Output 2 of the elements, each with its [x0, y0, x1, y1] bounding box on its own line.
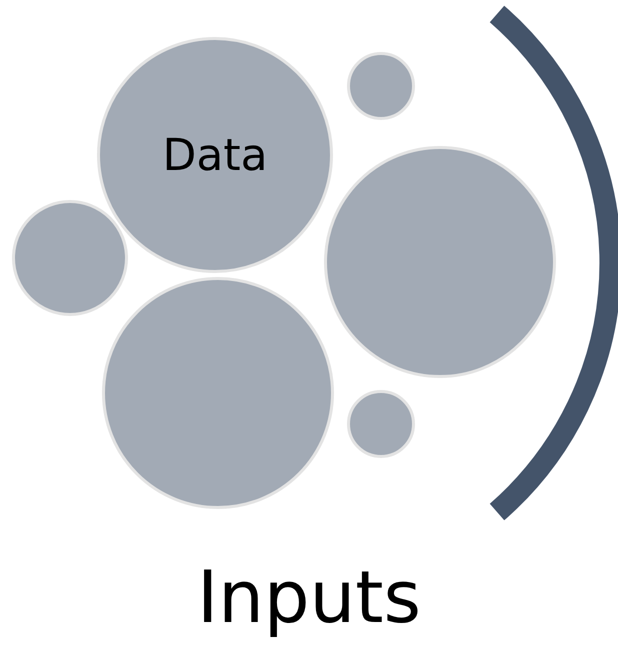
circle-label: Data [162, 130, 268, 180]
caption-text: Inputs [196, 555, 422, 639]
